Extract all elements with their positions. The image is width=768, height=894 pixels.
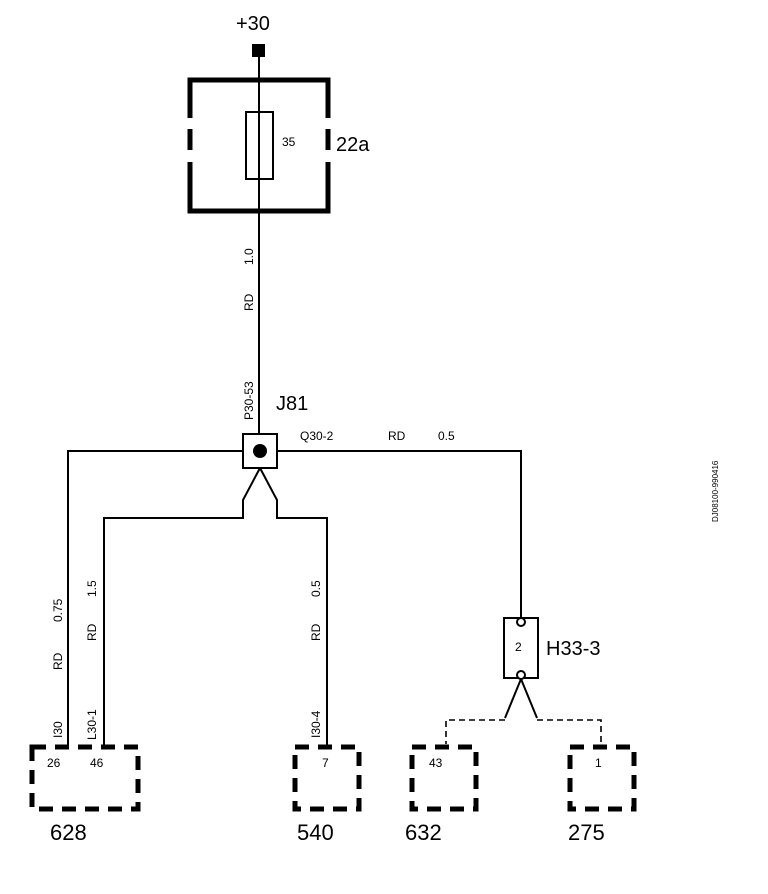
splice-dot <box>253 444 267 458</box>
connector-275-id: 275 <box>568 820 605 845</box>
dash-wire-632 <box>445 719 505 744</box>
branch-mid-code: I30-4 <box>309 710 323 738</box>
connector-540-id: 540 <box>297 820 334 845</box>
branch-left-inner-wire <box>103 467 261 748</box>
h33-bottom-terminal <box>516 670 526 680</box>
branch-mid-wire <box>259 467 328 748</box>
branch-right-gauge: 0.5 <box>438 429 455 443</box>
branch-left-outer-color: RD <box>51 652 65 670</box>
main-wire-code: P30-53 <box>242 381 256 420</box>
supply-label: +30 <box>236 13 270 35</box>
connector-628-pin-1: 26 <box>47 756 61 770</box>
splice-id: J81 <box>276 393 308 415</box>
h33-fork <box>504 678 538 719</box>
connector-540-pin: 7 <box>322 756 329 770</box>
branch-left-inner-code: L30-1 <box>85 709 99 740</box>
h33-id: H33-3 <box>546 638 600 660</box>
main-wire-color: RD <box>242 293 256 311</box>
fuse-box-id: 22a <box>336 134 370 156</box>
branch-right-code: Q30-2 <box>300 429 334 443</box>
connector-275 <box>567 744 637 812</box>
branch-mid-gauge: 0.5 <box>309 580 323 597</box>
h33-pin: 2 <box>515 640 522 654</box>
branch-left-outer-wire <box>67 450 243 748</box>
dash-wire-275 <box>537 719 602 744</box>
connector-632 <box>409 744 479 812</box>
connector-632-id: 632 <box>405 820 442 845</box>
branch-left-outer-code: I30 <box>51 721 65 738</box>
branch-left-inner-color: RD <box>85 623 99 641</box>
branch-mid-color: RD <box>309 623 323 641</box>
connector-275-pin: 1 <box>595 756 602 770</box>
branch-right-color: RD <box>388 429 406 443</box>
doc-ref: DJ08100-990416 <box>711 460 720 522</box>
supply-terminal <box>252 44 265 57</box>
connector-628-id: 628 <box>50 820 87 845</box>
connector-628-pin-2: 46 <box>90 756 104 770</box>
branch-right-wire <box>277 450 522 618</box>
main-wire-gauge: 1.0 <box>242 248 256 265</box>
branch-left-inner-gauge: 1.5 <box>85 580 99 597</box>
connector-540 <box>292 744 362 812</box>
branch-left-outer-gauge: 0.75 <box>51 598 65 622</box>
fuse-value: 35 <box>282 135 296 149</box>
connector-628 <box>29 744 141 812</box>
connector-632-pin: 43 <box>429 756 443 770</box>
